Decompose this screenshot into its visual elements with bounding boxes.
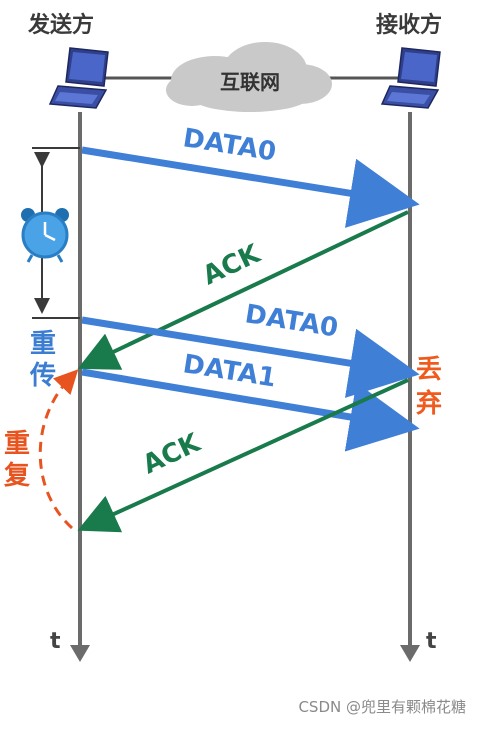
ack-second-arrow — [77, 378, 409, 533]
sender-timeline-arrowhead — [70, 645, 90, 662]
watermark: CSDN @兜里有颗棉花糖 — [298, 698, 466, 716]
duplicate-label-2: 复 — [4, 461, 31, 491]
discard-label-2: 弃 — [416, 388, 442, 419]
retransmit-label-1: 重 — [30, 329, 56, 359]
laptop-icon — [48, 47, 109, 109]
network-label: 互联网 — [220, 70, 280, 94]
laptop-icon — [380, 47, 441, 109]
duplicate-dashed-arrow — [38, 369, 79, 530]
data1-arrow — [81, 368, 420, 452]
discard-label-1: 丢 — [416, 355, 442, 385]
receiver-label: 接收方 — [376, 12, 442, 38]
data0-retransmit-label: DATA0 — [243, 299, 340, 343]
ack-first-arrow — [77, 210, 409, 370]
receiver-timeline-arrowhead — [400, 645, 420, 662]
data1-label: DATA1 — [181, 349, 278, 393]
alarm-clock-icon — [21, 208, 69, 263]
data0-first-arrow — [81, 146, 420, 228]
ack-second-label: ACK — [138, 428, 205, 481]
data0-first-label: DATA0 — [181, 123, 278, 167]
time-label-left: t — [50, 629, 61, 654]
cloud-icon — [166, 42, 332, 112]
sender-label: 发送方 — [27, 12, 94, 38]
data0-retransmit-arrow — [81, 316, 420, 398]
retransmit-label-2: 传 — [29, 361, 56, 391]
time-label-right: t — [426, 629, 437, 654]
duplicate-label-1: 重 — [4, 429, 30, 459]
